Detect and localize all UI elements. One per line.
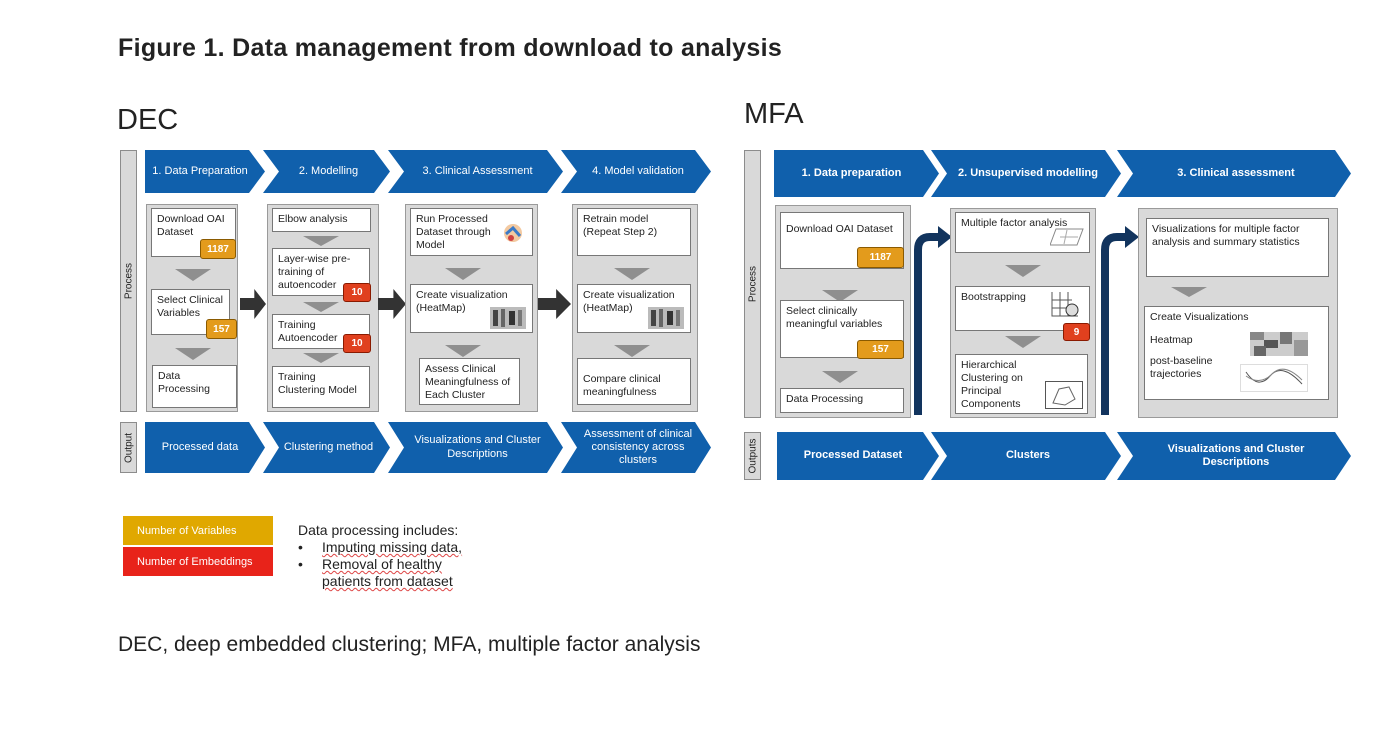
mfa-header-2: 2. Unsupervised modelling — [931, 150, 1121, 197]
dec-output-3: Visualizations and Cluster Descriptions — [388, 422, 563, 473]
dec-step-assess: Assess Clinical Meaningfulness of Each C… — [419, 358, 520, 405]
embeddings-badge: 10 — [343, 283, 371, 302]
figure-caption: DEC, deep embedded clustering; MFA, mult… — [118, 633, 701, 656]
down-arrow-icon — [175, 269, 211, 281]
mfa-step-mfa: Multiple factor analysis — [955, 212, 1090, 253]
mfa-process-bar: Process — [744, 150, 761, 418]
create-visualizations-label: Create Visualizations — [1150, 311, 1249, 323]
down-arrow-icon — [1005, 336, 1041, 348]
mfa-step-processing: Data Processing — [780, 388, 904, 413]
dec-output-1: Processed data — [145, 422, 265, 473]
embeddings-badge: 10 — [343, 334, 371, 353]
down-arrow-icon — [1005, 265, 1041, 277]
cluster-map-icon — [1045, 381, 1083, 409]
heatmap-label: Heatmap — [1150, 334, 1193, 347]
variables-badge: 1187 — [200, 239, 236, 259]
curved-arrow-icon — [914, 226, 952, 415]
note-bullet: Imputing missing data, — [322, 539, 463, 555]
down-arrow-icon — [614, 345, 650, 357]
dec-step-retrain: Retrain model (Repeat Step 2) — [577, 208, 691, 256]
dec-label: DEC — [117, 104, 179, 136]
model-icon — [504, 224, 522, 242]
mfa-process-label: Process — [747, 265, 758, 303]
bullet-icon: • — [298, 556, 303, 572]
figure-title: Figure 1. Data management from download … — [118, 34, 783, 62]
down-arrow-icon — [303, 302, 339, 312]
down-arrow-icon — [175, 348, 211, 360]
mfa-output-2: Clusters — [931, 432, 1121, 480]
mfa-output-bar: Outputs — [744, 432, 761, 480]
down-arrow-icon — [303, 353, 339, 363]
bullet-icon: • — [298, 539, 303, 555]
data-processing-note: Data processing includes: • Imputing miss… — [298, 522, 482, 590]
right-arrow-icon — [378, 289, 406, 319]
dec-process-bar: Process — [120, 150, 137, 412]
right-arrow-icon — [240, 289, 266, 319]
mfa-label: MFA — [744, 98, 804, 130]
down-arrow-icon — [822, 371, 858, 383]
legend-embeddings: Number of Embeddings — [123, 547, 273, 576]
down-arrow-icon — [303, 236, 339, 246]
dec-step-download: Download OAI Dataset — [151, 208, 236, 257]
mfa-output-1: Processed Dataset — [777, 432, 939, 480]
trajectories-chart-icon — [1240, 364, 1308, 392]
variables-badge: 1187 — [857, 247, 904, 268]
dec-output-label: Output — [123, 432, 134, 463]
down-arrow-icon — [1171, 287, 1207, 297]
down-arrow-icon — [445, 345, 481, 357]
dec-header-1: 1. Data Preparation — [145, 150, 265, 193]
down-arrow-icon — [614, 268, 650, 280]
right-arrow-icon — [538, 289, 571, 319]
dec-step-elbow: Elbow analysis — [272, 208, 371, 232]
legend-variables: Number of Variables — [123, 516, 273, 545]
curved-arrow-icon — [1101, 226, 1139, 415]
dec-step-processing: Data Processing — [152, 365, 237, 408]
dec-output-4: Assessment of clinical consistency acros… — [561, 422, 711, 473]
note-bullet: Removal of healthy patients from dataset — [322, 556, 453, 589]
mfa-step-visualizations: Visualizations for multiple factor analy… — [1146, 218, 1329, 277]
dec-step-training-autoencoder: Training Autoencoder — [272, 314, 370, 349]
mfa-header-1: 1. Data preparation — [774, 150, 939, 197]
embeddings-badge: 9 — [1063, 323, 1090, 341]
dec-step-compare: Compare clinical meaningfulness — [577, 358, 691, 405]
mfa-step-hcpc: Hierarchical Clustering on Principal Com… — [955, 354, 1088, 414]
mfa-output-label: Outputs — [747, 438, 758, 474]
dec-output-2: Clustering method — [263, 422, 390, 473]
factor-map-icon — [1050, 228, 1084, 246]
dec-header-3: 3. Clinical Assessment — [388, 150, 563, 193]
trajectories-label: post-baseline trajectories — [1150, 355, 1213, 381]
bootstrap-grid-icon — [1051, 292, 1079, 317]
dec-header-4: 4. Model validation — [561, 150, 711, 193]
heatmap-icon — [1250, 332, 1308, 356]
down-arrow-icon — [445, 268, 481, 280]
variables-badge: 157 — [857, 340, 904, 359]
dec-process-label: Process — [123, 262, 134, 300]
note-title: Data processing includes: — [298, 522, 459, 538]
mfa-header-3: 3. Clinical assessment — [1117, 150, 1351, 197]
heatmap-icon — [490, 307, 526, 329]
variables-badge: 157 — [206, 319, 237, 339]
mfa-step-select: Select clinically meaningful variables — [780, 300, 904, 358]
dec-step-training-clustering: Training Clustering Model — [272, 366, 370, 408]
dec-output-bar: Output — [120, 422, 137, 473]
mfa-output-3: Visualizations and Cluster Descriptions — [1117, 432, 1351, 480]
heatmap-icon — [648, 307, 684, 329]
dec-header-2: 2. Modelling — [263, 150, 390, 193]
down-arrow-icon — [822, 290, 858, 302]
